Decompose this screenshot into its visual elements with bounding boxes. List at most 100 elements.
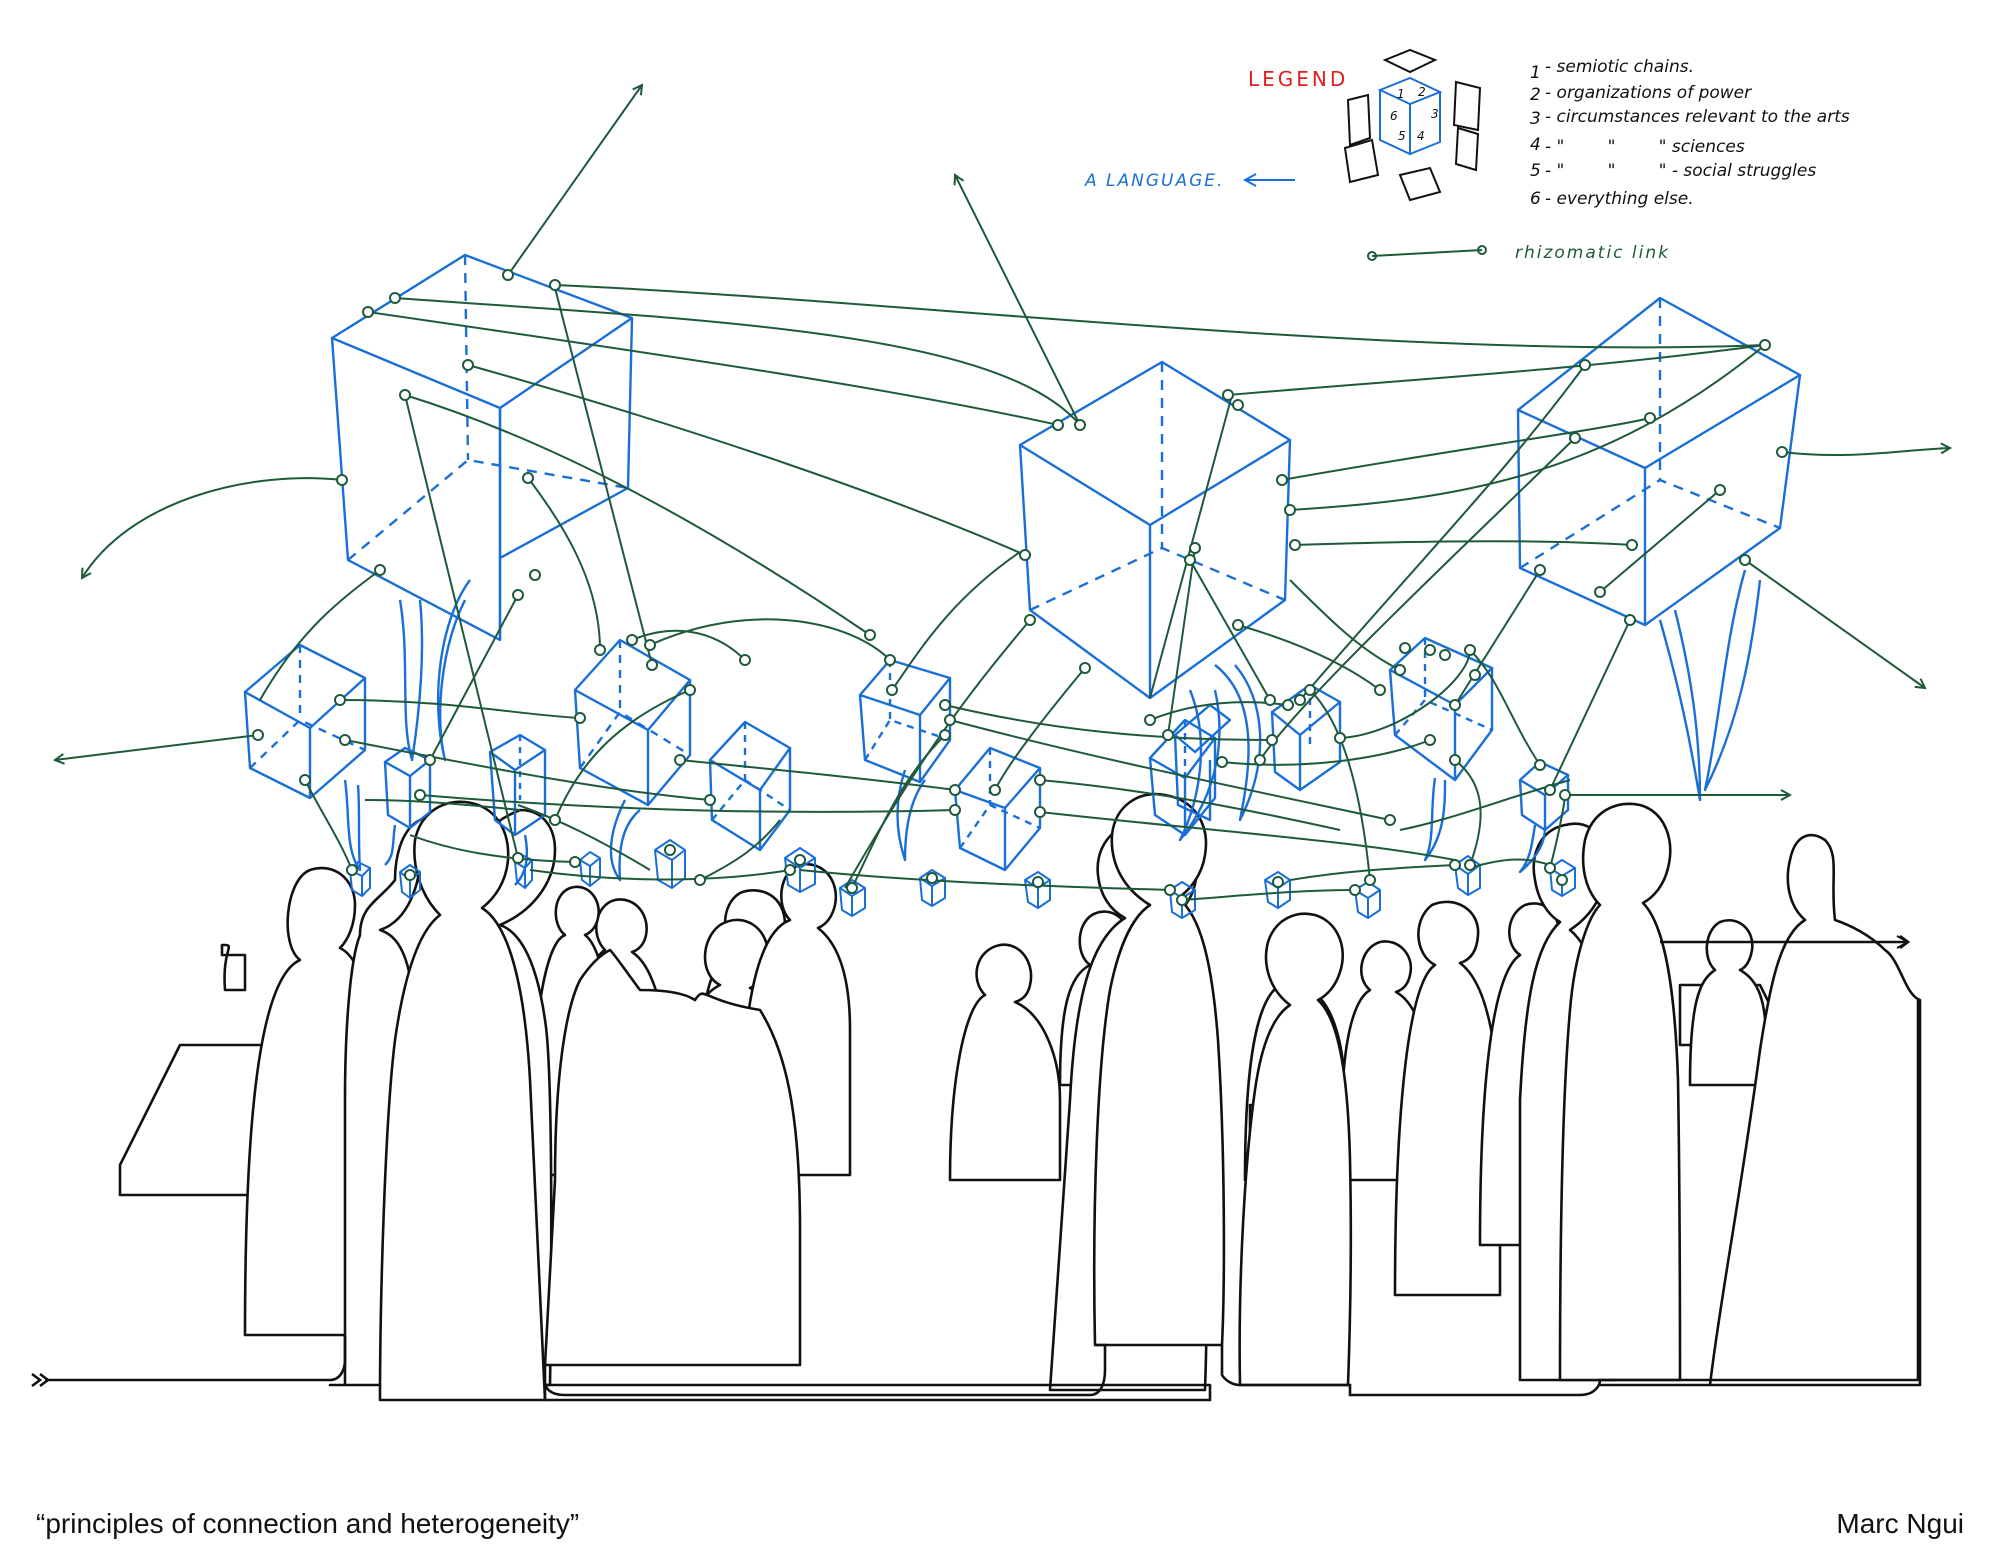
rhizome-link [527,477,601,651]
rhizome-link [949,719,1391,821]
cube-medium [708,720,792,852]
cube-medium [243,643,367,872]
person-foreground-1 [378,800,547,1402]
rhizome-link [1454,569,1541,706]
rhizome-link [364,799,521,811]
base-floor-right [1220,1000,1920,1397]
ground-arrow-right [1899,934,1911,950]
person-foreground-5 [1238,912,1353,1387]
rhizome-link [367,311,1059,426]
legend-item-text-6: - everything else. [1545,189,1694,209]
legend-heading: LEGEND [1248,67,1348,91]
person-silhouette-front-center [543,948,802,1367]
legend-item-num-3: 3 [1530,109,1541,129]
rhizome-link [404,394,519,859]
legend-cube-icon [1377,76,1443,156]
cube-medium [858,658,952,862]
person-foreground-4 [1558,802,1682,1382]
rhizome-link [429,594,519,761]
legend-cube-face-1: 1 [1397,87,1405,101]
rhizome-link [1299,364,1586,701]
rhizome-link [404,394,871,636]
legend-cube-face-6: 6 [1390,109,1398,123]
rhizome-link [679,759,956,791]
legend-link-label: rhizomatic link [1515,243,1670,263]
rhizome-link [1039,811,1456,861]
legend-cube-face-5: 5 [1398,129,1406,143]
legend-item-num-2: 2 [1530,85,1541,105]
cube-medium [953,746,1042,872]
rhizome-link [1039,779,1341,831]
rhizome-link [554,284,1766,349]
ground-arrow-left [31,1372,51,1388]
rhizome-link [1227,344,1766,396]
rhizome-link [1189,559,1271,701]
legend-face-panels [1343,48,1482,202]
person-foreground-2 [543,1383,1212,1402]
cube-small-row [349,839,1576,919]
legend-link-sample [1367,245,1487,261]
rhizome-link [1339,649,1471,739]
caption-title: “principles of connection and heterogene… [36,1508,580,1539]
cube-large-middle [1018,360,1292,842]
rhizome-link [409,834,576,863]
rhizome-arrow [55,734,259,760]
rhizome-link [1454,759,1482,866]
rhizome-link [1167,547,1196,736]
cube-medium [573,638,692,882]
cubes [243,253,1802,919]
rhizome-link [529,869,791,881]
rhizome-link [944,704,1273,741]
rhizome-link [994,667,1086,791]
rhizome-link [554,287,653,666]
rhizome-link [1469,649,1541,766]
link-nodes [252,269,1788,906]
legend-cube-face-3: 3 [1431,107,1439,121]
person-silhouette [220,943,247,992]
rhizome-link [419,794,956,813]
rhizome-link [699,819,781,881]
rhizome-link [554,689,691,821]
legend-item-text-3: - circumstances relevant to the arts [1545,107,1850,127]
caption-author: Marc Ngui [1836,1508,1964,1539]
rhizome-link [304,779,353,871]
cube-large-right [1516,296,1802,802]
rhizome-link [851,734,946,889]
legend-item-num-4: 4 [1530,135,1541,155]
rhizome-link [344,739,711,801]
person-silhouette [1688,919,1768,1087]
rhizome-arrow [82,477,343,578]
person-silhouette [948,943,1062,1182]
legend-item-num-1: 1 [1530,63,1541,83]
cube-medium [1388,636,1494,862]
legend-item-num-5: 5 [1530,161,1541,181]
rhizome-link [1221,739,1431,766]
foreground-people [378,792,1682,1402]
rhizome-link [1237,624,1381,691]
legend: LEGEND 1 2 3 4 5 6 A LANGUAGE. 1 - [1084,48,1850,263]
rhizomatic-links [55,85,1950,901]
legend-item-text-2: - organizations of power [1545,83,1752,103]
rhizome-link [394,297,1081,426]
rhizome-link [1149,701,1289,721]
legend-item-text-1: - semiotic chains. [1545,57,1694,77]
rhizome-link [259,569,381,701]
rhizome-link [1181,889,1356,901]
rhizome-arrow [1744,559,1925,688]
rhizome-link [799,869,1171,891]
ground-lines [31,934,1920,1397]
cube-large-left [330,253,634,762]
rhizome-link [1289,344,1766,511]
cube-medium [1270,683,1342,792]
rhizome-link [467,364,1026,556]
rhizome-link [1259,437,1576,761]
rhizome-link [1467,858,1551,869]
rhizome-arrow [1781,448,1950,457]
legend-language-label: A LANGUAGE. [1084,171,1224,191]
rhizome-link [1294,540,1633,546]
legend-item-text-4: - " " " sciences [1545,137,1745,157]
rhizome-link [517,804,651,871]
cube-medium [1173,703,1232,822]
rhizome-link [339,699,581,719]
